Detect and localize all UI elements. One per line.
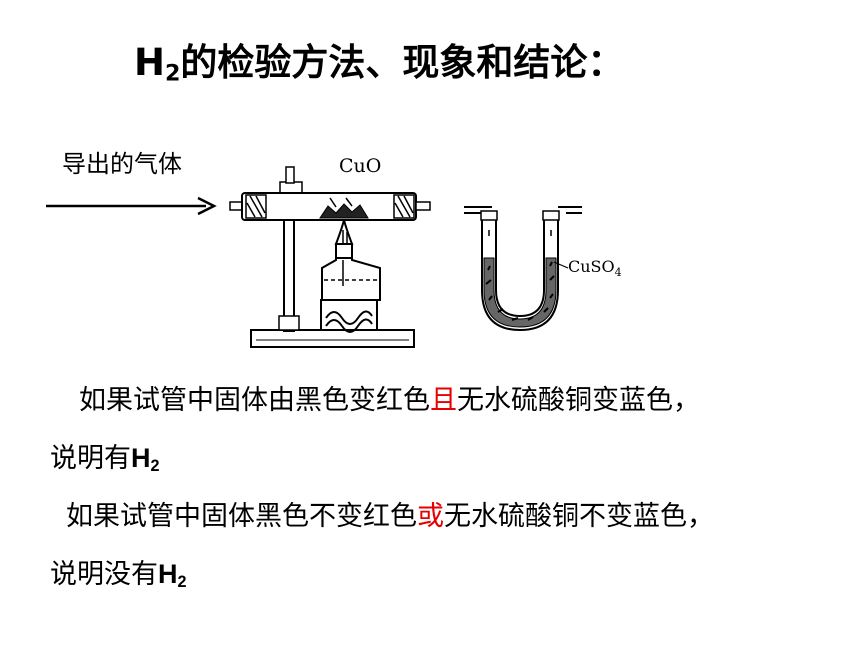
gas-arrow [46, 196, 217, 216]
positive-subscript: 2 [150, 457, 160, 476]
cuo-label: CuO [339, 155, 381, 177]
alcohol-lamp [321, 219, 381, 301]
lamp-block [320, 299, 378, 333]
combustion-tube [229, 192, 431, 221]
negative-highlight: 或 [417, 501, 444, 532]
positive-text-post: 无水硫酸铜变蓝色， [457, 385, 700, 416]
positive-conclusion: 说明有 [50, 443, 131, 474]
result-negative-line2: 说明没有H2 [50, 554, 187, 602]
result-positive-line2: 说明有H2 [50, 438, 160, 486]
positive-highlight: 且 [430, 385, 457, 416]
positive-text-pre: 如果试管中固体由黑色变红色 [79, 385, 430, 416]
u-tube [464, 206, 582, 332]
page-title: H2的检验方法、现象和结论： [134, 38, 624, 99]
result-positive-line1: 如果试管中固体由黑色变红色且无水硫酸铜变蓝色， [79, 381, 700, 421]
title-rest: 的检验方法、现象和结论： [180, 41, 625, 84]
negative-text-post: 无水硫酸铜不变蓝色， [444, 501, 714, 532]
negative-h: H [158, 559, 178, 589]
cuso4-label-sub: 4 [615, 266, 622, 279]
positive-h: H [131, 443, 151, 473]
result-negative-line1: 如果试管中固体黑色不变红色或无水硫酸铜不变蓝色， [66, 497, 714, 537]
title-subscript: 2 [164, 60, 181, 87]
cuso4-label-main: CuSO [568, 257, 615, 276]
gas-inlet-label: 导出的气体 [62, 150, 182, 178]
negative-conclusion: 说明没有 [50, 559, 158, 590]
title-h: H [134, 41, 165, 84]
cuso4-label: CuSO4 [568, 257, 622, 279]
negative-subscript: 2 [177, 573, 187, 592]
negative-text-pre: 如果试管中固体黑色不变红色 [66, 501, 417, 532]
